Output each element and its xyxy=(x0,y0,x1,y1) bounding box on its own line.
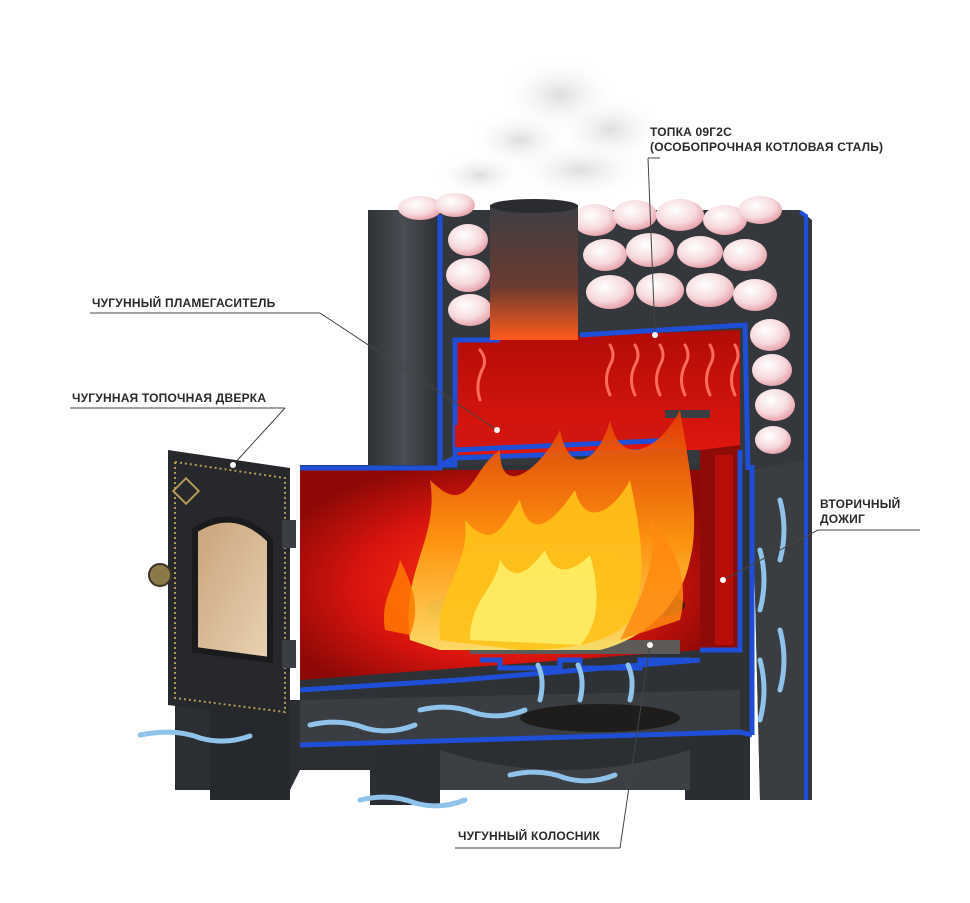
grate-label-text: ЧУГУННЫЙ КОЛОСНИК xyxy=(458,829,600,843)
flame-arrester-label: ЧУГУННЫЙ ПЛАМЕГАСИТЕЛЬ xyxy=(92,296,275,311)
grate-label: ЧУГУННЫЙ КОЛОСНИК xyxy=(458,829,600,844)
secondary-burn-label-line2: ДОЖИГ xyxy=(820,512,865,526)
heat-flow-arrows xyxy=(476,343,740,402)
flame-arrester-label-text: ЧУГУННЫЙ ПЛАМЕГАСИТЕЛЬ xyxy=(92,296,276,310)
firebox-door-label-text: ЧУГУННАЯ ТОПОЧНАЯ ДВЕРКА xyxy=(72,391,267,405)
firebox-door-label: ЧУГУННАЯ ТОПОЧНАЯ ДВЕРКА xyxy=(72,391,266,406)
chimney-flue xyxy=(490,199,578,340)
sauna-stones xyxy=(398,193,795,454)
callout-lines xyxy=(70,157,920,849)
outer-casing-edge xyxy=(798,210,808,800)
steam-cloud xyxy=(435,55,665,200)
secondary-burn-label: ВТОРИЧНЫЙ ДОЖИГ xyxy=(820,497,900,527)
firebox-steel-label-line1: ТОПКА 09Г2С xyxy=(650,125,733,139)
firebox-steel-label: ТОПКА 09Г2С (ОСОБОПРОЧНАЯ КОТЛОВАЯ СТАЛЬ… xyxy=(650,125,883,155)
airflow-arrows xyxy=(137,497,787,809)
firebox-door xyxy=(148,450,296,720)
firebox-steel-label-line2: (ОСОБОПРОЧНАЯ КОТЛОВАЯ СТАЛЬ) xyxy=(650,140,884,154)
flames xyxy=(383,410,695,650)
secondary-burn-label-line1: ВТОРИЧНЫЙ xyxy=(820,497,901,511)
